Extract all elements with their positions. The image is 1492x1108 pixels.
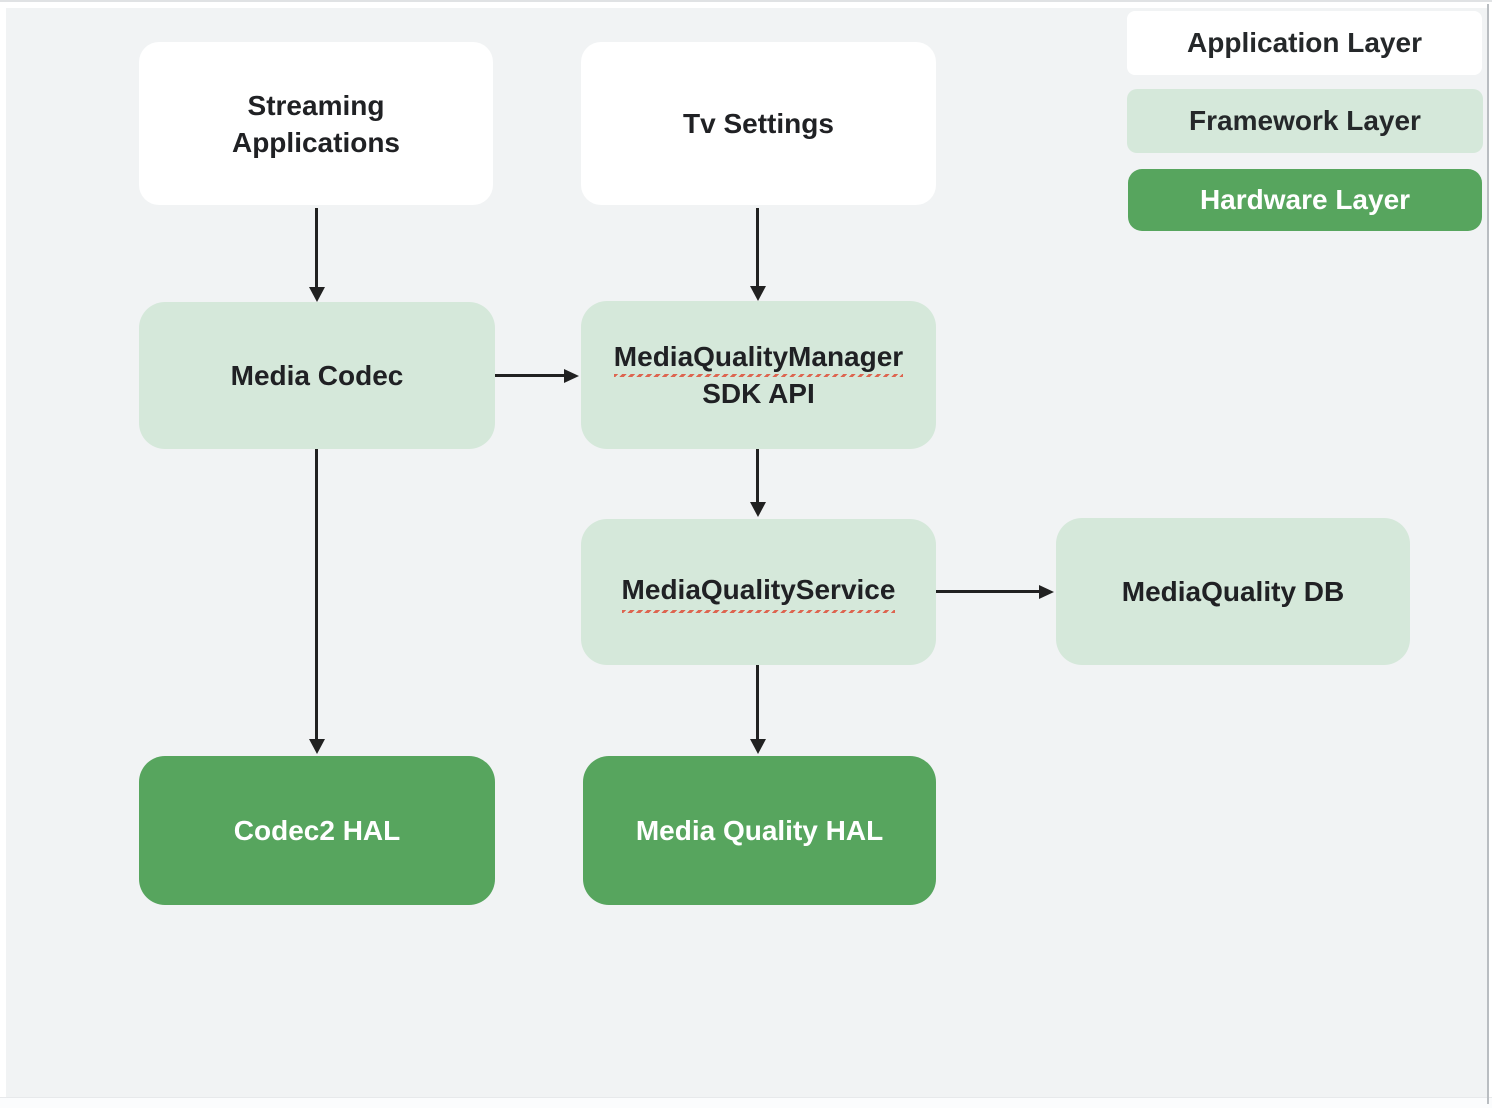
arrowhead-icon xyxy=(309,287,325,302)
legend-hardware-label: Hardware Layer xyxy=(1199,184,1411,215)
node-media-quality-hal-label: Media Quality HAL xyxy=(635,815,884,846)
arrow-streaming-to-mediacodec xyxy=(315,208,318,288)
right-edge-line xyxy=(1487,4,1489,1104)
node-tv-settings: Tv Settings xyxy=(581,42,936,205)
legend-application-layer: Application Layer xyxy=(1127,11,1482,75)
arrow-mqservice-to-mqdb xyxy=(936,590,1040,593)
arrow-tvsettings-to-mqmanager xyxy=(756,208,759,287)
node-streaming-applications: Streaming Applications xyxy=(139,42,493,205)
arrowhead-icon xyxy=(750,739,766,754)
bottom-edge xyxy=(0,1097,1492,1108)
node-tv-settings-label: Tv Settings xyxy=(683,108,834,139)
node-streaming-applications-label: Streaming Applications xyxy=(231,89,400,158)
legend-hardware-layer: Hardware Layer xyxy=(1128,169,1482,231)
arrowhead-icon xyxy=(750,502,766,517)
node-sdk-api-label: SDK API xyxy=(702,378,815,409)
node-media-codec-label: Media Codec xyxy=(230,360,404,391)
spellcheck-underline: MediaQualityManager xyxy=(613,341,904,377)
arrow-mediacodec-to-mqmanager xyxy=(495,374,565,377)
node-media-codec: Media Codec xyxy=(139,302,495,449)
node-mediaqualityservice-label: MediaQualityService xyxy=(621,571,896,613)
node-mediaqualitymanager-label: MediaQualityManager SDK API xyxy=(613,338,904,412)
arrowhead-icon xyxy=(1039,585,1054,599)
node-mediaquality-db-label: MediaQuality DB xyxy=(1121,576,1345,607)
arrowhead-icon xyxy=(564,369,579,383)
node-codec2-hal-label: Codec2 HAL xyxy=(233,815,401,846)
arrow-mqmanager-to-mqservice xyxy=(756,449,759,503)
arrowhead-icon xyxy=(309,739,325,754)
arrow-mediacodec-to-codec2hal xyxy=(315,449,318,740)
node-codec2-hal: Codec2 HAL xyxy=(139,756,495,905)
top-hairline xyxy=(0,0,1492,2)
arrow-mqservice-to-mqhal xyxy=(756,665,759,740)
node-mediaquality-db: MediaQuality DB xyxy=(1056,518,1410,665)
legend-application-label: Application Layer xyxy=(1187,27,1422,58)
legend-framework-label: Framework Layer xyxy=(1189,105,1421,136)
node-mediaqualityservice: MediaQualityService xyxy=(581,519,936,665)
legend-framework-layer: Framework Layer xyxy=(1127,89,1483,153)
node-mediaqualitymanager-sdk-api: MediaQualityManager SDK API xyxy=(581,301,936,449)
node-media-quality-hal: Media Quality HAL xyxy=(583,756,936,905)
arrowhead-icon xyxy=(750,286,766,301)
